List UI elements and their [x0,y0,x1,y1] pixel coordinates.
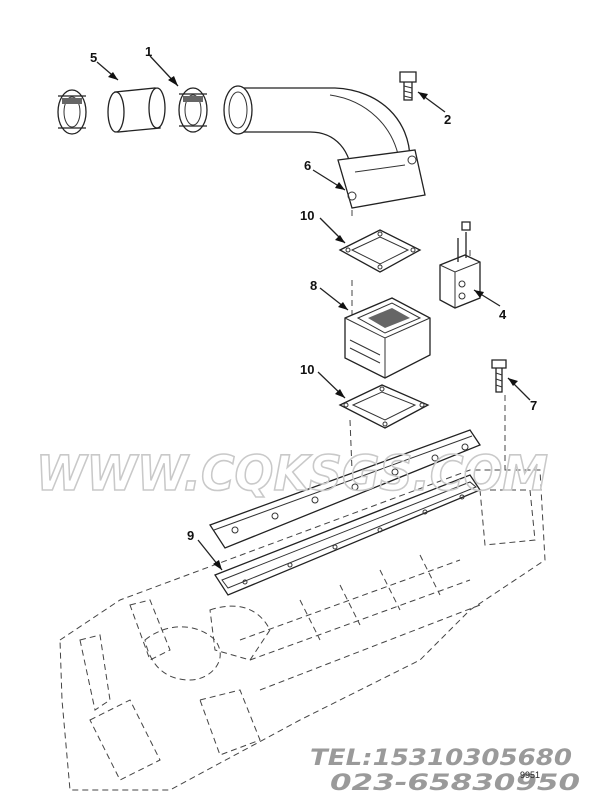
callout-8: 8 [310,278,317,293]
manifold-gasket [214,474,481,596]
phone-watermark-2: 023-65830950 [330,771,580,796]
callout-4: 4 [499,307,507,322]
callout-6: 6 [304,158,311,173]
heater-terminal-block [439,221,481,309]
intake-cover-plate [209,429,481,549]
gasket-lower [338,384,430,429]
hose-clamp-left [57,89,87,135]
site-watermark: WWW.CQKSGS.COM [36,446,548,502]
callout-2: 2 [444,112,451,127]
heater-housing [344,297,431,379]
callout-10-lower: 10 [300,362,314,377]
engine-block-outline [59,190,546,791]
callout-1: 1 [145,44,152,59]
figure-code: 9951 [520,770,540,780]
pipe-mounting-flange [337,149,426,209]
bolt-7 [491,359,507,393]
callout-10-upper: 10 [300,208,314,223]
callout-9: 9 [187,528,194,543]
callout-5: 5 [90,50,97,65]
callout-7: 7 [530,398,537,413]
hose-clamp-right [178,87,208,133]
bolt-2 [399,71,417,101]
gasket-upper [338,229,422,273]
hose-sleeve [107,87,166,133]
leader-arrowheads [108,72,518,570]
phone-watermark-1: TEL:15310305680 [310,746,572,771]
